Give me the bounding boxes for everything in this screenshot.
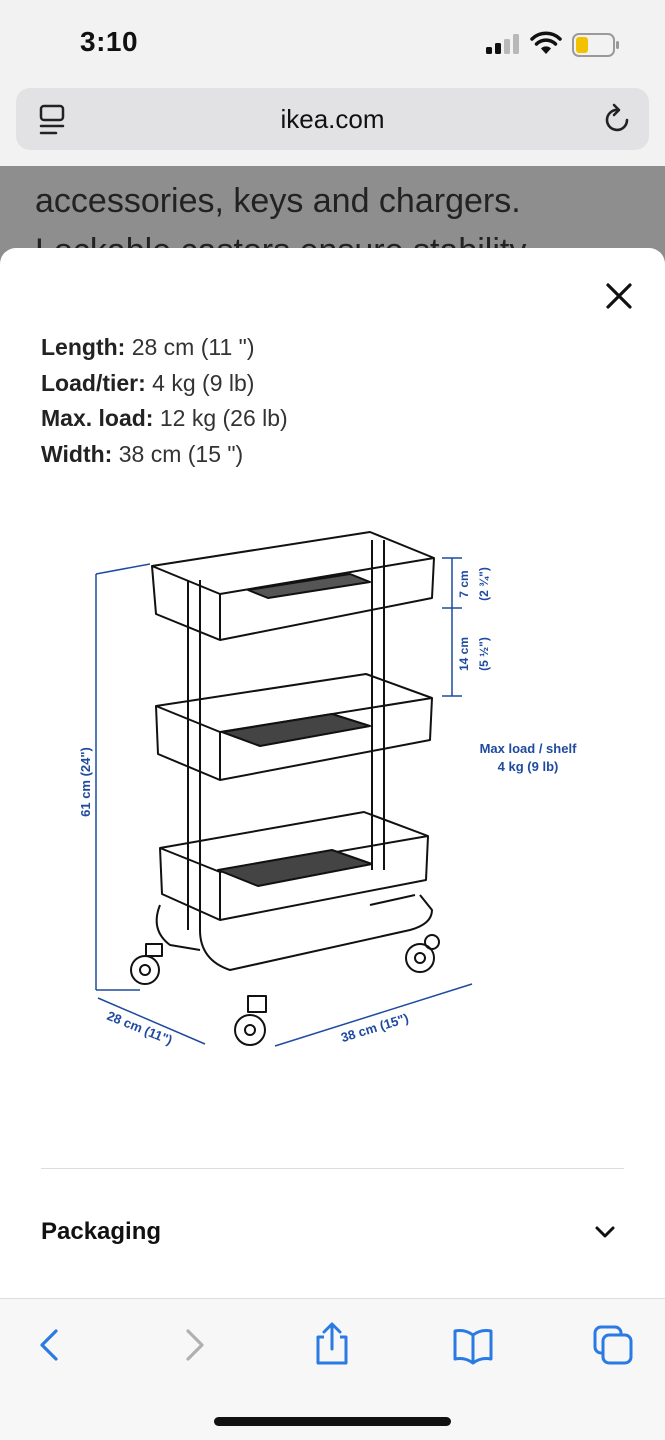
spec-label: Max. load:	[41, 405, 154, 431]
spec-row-length: Length: 28 cm (11 ")	[41, 330, 288, 366]
max-load-label: Max load / shelf	[480, 741, 577, 756]
dimension-lines	[95, 557, 473, 1047]
chevron-down-icon[interactable]	[594, 1224, 616, 1240]
tabs-icon[interactable]	[591, 1325, 635, 1365]
spec-label: Load/tier:	[41, 369, 146, 396]
status-bar: 3:10	[0, 0, 665, 88]
spec-value: 38 cm (15 ")	[118, 440, 244, 467]
spec-list: Length: 28 cm (11 ") Load/tier: 4 kg (9 …	[41, 334, 288, 473]
battery-icon	[572, 33, 619, 57]
depth-label: 28 cm (11")	[105, 1008, 175, 1048]
spec-value: 12 kg (26 lb)	[159, 405, 288, 431]
dimension-diagram: 61 cm (24") 28 cm (11") 38 cm (15") 7 cm…	[78, 531, 577, 1048]
packaging-label: Packaging	[41, 1218, 162, 1245]
divider	[41, 1168, 624, 1169]
reload-icon[interactable]	[603, 102, 633, 134]
browser-toolbar	[0, 1298, 665, 1440]
back-icon[interactable]	[28, 1325, 72, 1365]
wifi-icon	[530, 31, 562, 54]
cellular-signal-icon	[486, 34, 519, 54]
spec-row-width: Width: 38 cm (15 ")	[41, 437, 288, 473]
height-label: 61 cm (24")	[78, 747, 93, 817]
close-icon[interactable]	[603, 280, 635, 312]
width-label: 38 cm (15")	[339, 1010, 410, 1045]
shelf-gap-label-in: (5 ½")	[477, 637, 491, 671]
top-height-label-in: (2 ¾")	[477, 567, 491, 601]
cart-illustration	[130, 531, 440, 1046]
home-indicator	[214, 1417, 451, 1426]
spec-row-max-load: Max. load: 12 kg (26 lb)	[41, 401, 288, 437]
bookmarks-icon[interactable]	[451, 1325, 495, 1365]
measurements-sheet: Length: 28 cm (11 ") Load/tier: 4 kg (9 …	[0, 248, 665, 1298]
spec-row-load-tier: Load/tier: 4 kg (9 lb)	[41, 366, 288, 402]
spec-label: Width:	[41, 440, 113, 467]
page-menu-icon[interactable]	[38, 103, 66, 137]
packaging-accordion[interactable]: Packaging	[41, 1218, 624, 1268]
url-text[interactable]: ikea.com	[280, 104, 385, 134]
spec-value: 28 cm (11 ")	[131, 334, 255, 360]
spec-label: Length:	[41, 334, 126, 360]
status-time: 3:10	[80, 26, 139, 57]
spec-value: 4 kg (9 lb)	[152, 369, 255, 396]
max-load-value: 4 kg (9 lb)	[498, 759, 559, 774]
forward-icon[interactable]	[172, 1325, 216, 1365]
share-icon[interactable]	[310, 1321, 354, 1367]
address-bar[interactable]: ikea.com	[16, 88, 649, 150]
shelf-gap-label-cm: 14 cm	[457, 637, 471, 671]
background-text: accessories, keys and chargers.	[35, 182, 521, 220]
top-height-label-cm: 7 cm	[457, 570, 471, 597]
